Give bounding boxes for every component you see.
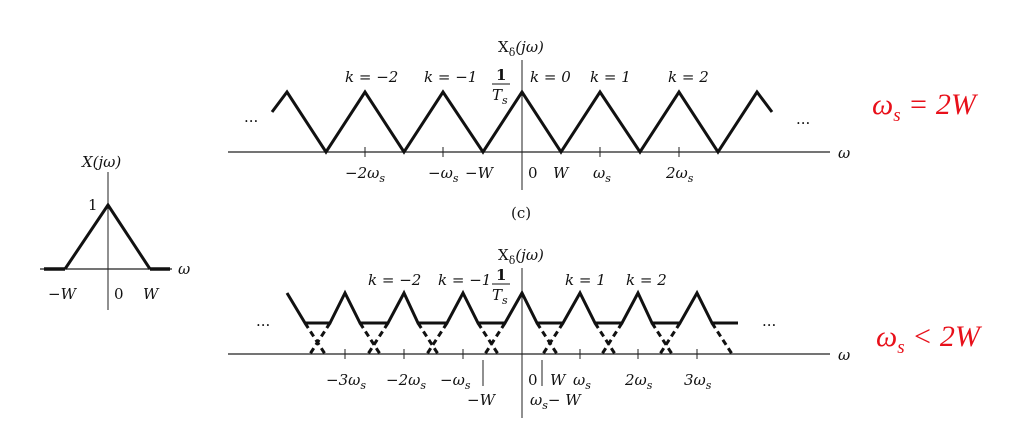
top-tick-zero: 0 [528,164,538,182]
bottom-plot-title: Xδ(jω) [498,246,544,267]
bottom-tick-neg-3ws: −3ωs [326,371,366,392]
svg-text:1: 1 [496,66,506,84]
bottom-k-label-m1: k = −1 [438,271,491,289]
top-tick-neg-w: −W [465,164,495,182]
sampled-spectrum-top-plot: Xδ(jω) ... ... ω k = −2 k = −1 k = 0 k =… [228,38,979,222]
baseband-spectrum-plot: X(jω) 1 ω −W 0 W [40,153,190,310]
baseband-tick-neg-w: −W [48,285,78,303]
baseband-tick-zero: 0 [114,285,124,303]
top-k-label-m1: k = −1 [424,68,477,86]
top-periodic-triangles [270,89,774,155]
bottom-condition: ωs < 2W [876,320,983,358]
top-caption: (c) [511,204,531,222]
svg-text:1: 1 [496,266,506,284]
top-tick-ws: ωs [593,164,611,185]
top-axis-label: ω [838,144,850,162]
top-tick-2ws: 2ωs [665,164,694,185]
top-plot-title: Xδ(jω) [498,38,544,59]
bottom-tick-ws: ωs [573,371,591,392]
bottom-tick-neg-2ws: −2ωs [386,371,426,392]
baseband-title: X(jω) [81,153,121,171]
svg-text:Ts: Ts [492,86,508,107]
top-peak-fraction: 1 Ts [492,66,510,107]
baseband-tick-w: W [143,285,160,303]
baseband-axis-label: ω [178,260,190,278]
top-k-label-2: k = 2 [668,68,709,86]
bottom-ellipsis-right: ... [762,312,776,330]
svg-text:Ts: Ts [492,286,508,307]
bottom-tick-zero: 0 [528,371,538,389]
top-ellipsis-right: ... [796,110,810,128]
top-tick-w: W [553,164,570,182]
bottom-k-label-2: k = 2 [626,271,667,289]
top-k-label-m2: k = −2 [345,68,398,86]
bottom-ellipsis-left: ... [256,312,270,330]
bottom-overlap-dashes [303,322,734,355]
bottom-tick-w: W [550,371,567,389]
bottom-k-label-1: k = 1 [565,271,606,289]
baseband-triangle [63,202,152,270]
top-k-label-0: k = 0 [530,68,571,86]
top-tick-neg-2ws: −2ωs [345,164,385,185]
baseband-peak-label: 1 [88,196,98,214]
top-k-label-1: k = 1 [590,68,631,86]
top-ellipsis-left: ... [244,108,258,126]
bottom-axis-label: ω [838,346,850,364]
bottom-tick-2ws: 2ωs [624,371,653,392]
bottom-tick-neg-ws: −ωs [440,371,471,392]
bottom-k-label-m2: k = −2 [368,271,421,289]
bottom-aliased-sum [285,289,738,325]
bottom-tick-ws-minus-w: ωs− W [530,391,582,412]
bottom-peak-fraction: 1 Ts [492,266,510,307]
top-condition: ωs = 2W [872,88,979,126]
bottom-tick-neg-w: −W [467,391,497,409]
sampled-spectrum-bottom-plot: Xδ(jω) ... ... ω k = −2 k = −1 k = 1 [228,246,983,418]
bottom-tick-3ws: 3ωs [684,371,712,392]
top-tick-neg-ws: −ωs [428,164,459,185]
